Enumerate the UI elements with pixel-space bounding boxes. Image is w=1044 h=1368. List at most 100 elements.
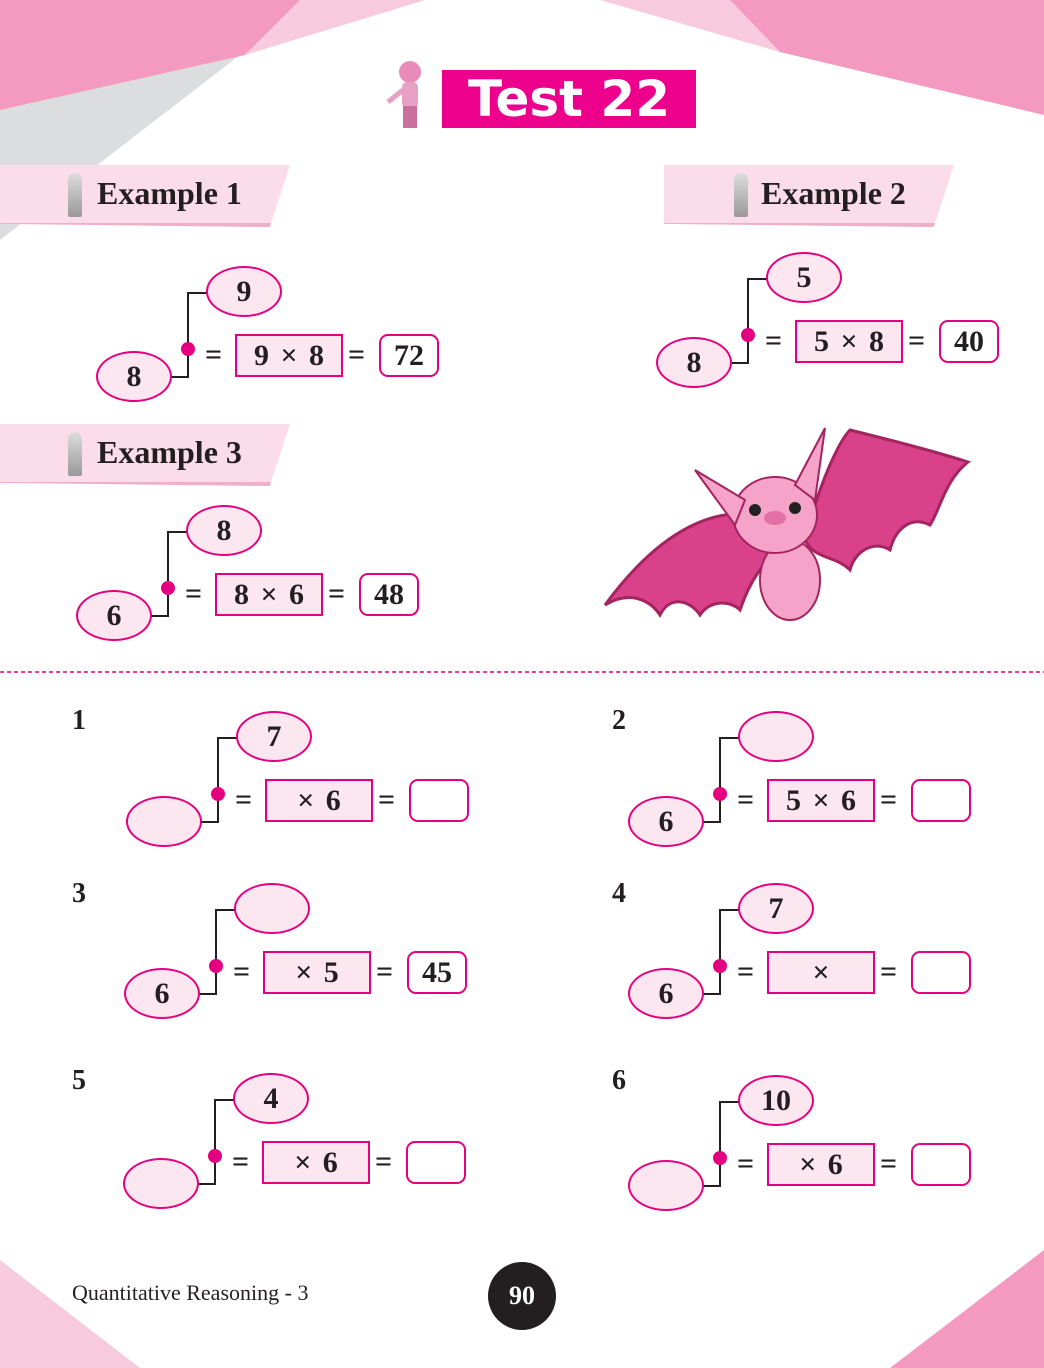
multiplication-box[interactable]: × 5 (263, 951, 371, 994)
bottom-number-oval[interactable]: 8 (656, 337, 732, 388)
result-box[interactable]: 48 (359, 573, 419, 616)
connector-line (215, 909, 235, 911)
multiplication-box[interactable]: 8 × 6 (215, 573, 323, 616)
junction-dot (713, 1151, 727, 1165)
pencil-icon (68, 432, 82, 476)
top-number-oval[interactable]: 8 (186, 505, 262, 556)
connector-line (719, 909, 721, 995)
question-3-diagram: 6 = × 5 = 45 (124, 883, 484, 1023)
equals-sign: = (232, 1145, 250, 1178)
connector-line (703, 993, 721, 995)
bottom-number-oval[interactable]: 6 (628, 968, 704, 1019)
top-number-oval[interactable]: 7 (236, 711, 312, 762)
equals-sign: = (908, 324, 926, 357)
equals-sign: = (233, 955, 251, 988)
equals-sign: = (375, 1145, 393, 1178)
bottom-number-oval[interactable] (123, 1158, 199, 1209)
example-3-banner: Example 3 (0, 424, 290, 486)
bat-illustration (603, 427, 972, 621)
connector-line (217, 737, 219, 823)
equals-sign: = (348, 338, 366, 371)
connector-line (719, 737, 721, 823)
junction-dot (208, 1149, 222, 1163)
question-4-diagram: 7 6 = × = (628, 883, 988, 1023)
equals-sign: = (376, 955, 394, 988)
equals-sign: = (185, 577, 203, 610)
bottom-number-oval[interactable] (126, 796, 202, 847)
equals-sign: = (737, 955, 755, 988)
top-number-oval[interactable]: 9 (206, 266, 282, 317)
example-3-diagram: 8 6 = 8 × 6 = 48 (76, 505, 436, 645)
top-number-oval[interactable] (234, 883, 310, 934)
connector-line (719, 737, 739, 739)
multiplication-box[interactable]: 5 × 8 (795, 320, 903, 363)
question-number: 3 (72, 878, 86, 909)
connector-line (719, 909, 739, 911)
connector-line (167, 531, 169, 617)
example-label: Example 1 (97, 175, 242, 211)
connector-line (187, 292, 207, 294)
top-number-oval[interactable]: 4 (233, 1073, 309, 1124)
question-1-diagram: 7 = × 6 = (126, 711, 486, 851)
junction-dot (181, 342, 195, 356)
page-number: 90 (488, 1262, 556, 1330)
pencil-icon (68, 173, 82, 217)
multiplication-box[interactable]: × 6 (265, 779, 373, 822)
result-box[interactable] (406, 1141, 466, 1184)
connector-line (747, 278, 749, 364)
result-box[interactable] (409, 779, 469, 822)
result-box[interactable] (911, 951, 971, 994)
girl-mascot-icon (385, 58, 431, 130)
equals-sign: = (328, 577, 346, 610)
example-1-diagram: 9 8 = 9 × 8 = 72 (96, 266, 456, 406)
top-number-oval[interactable]: 5 (766, 252, 842, 303)
bottom-number-oval[interactable]: 8 (96, 351, 172, 402)
connector-line (201, 821, 219, 823)
result-box[interactable] (911, 1143, 971, 1186)
result-box[interactable] (911, 779, 971, 822)
multiplication-box[interactable]: 5 × 6 (767, 779, 875, 822)
connector-line (731, 362, 749, 364)
question-number: 6 (612, 1065, 626, 1096)
page-title: Test 22 (442, 70, 696, 128)
multiplication-box[interactable]: × 6 (767, 1143, 875, 1186)
question-number: 4 (612, 878, 626, 909)
example-2-banner: Example 2 (664, 165, 954, 227)
connector-line (199, 993, 217, 995)
bottom-number-oval[interactable]: 6 (628, 796, 704, 847)
connector-line (187, 292, 189, 378)
equals-sign: = (205, 338, 223, 371)
equals-sign: = (737, 1147, 755, 1180)
example-label: Example 3 (97, 434, 242, 470)
bottom-number-oval[interactable]: 6 (124, 968, 200, 1019)
result-box[interactable]: 45 (407, 951, 467, 994)
question-6-diagram: 10 = × 6 = (628, 1075, 988, 1215)
bottom-number-oval[interactable] (628, 1160, 704, 1211)
connector-line (703, 1185, 721, 1187)
multiplication-box[interactable]: 9 × 8 (235, 334, 343, 377)
junction-dot (211, 787, 225, 801)
connector-line (747, 278, 767, 280)
connector-line (215, 909, 217, 995)
equals-sign: = (880, 783, 898, 816)
question-5-diagram: 4 = × 6 = (123, 1073, 483, 1213)
top-number-oval[interactable]: 7 (738, 883, 814, 934)
junction-dot (161, 581, 175, 595)
example-2-diagram: 5 8 = 5 × 8 = 40 (656, 252, 1016, 392)
pencil-icon (734, 173, 748, 217)
result-box[interactable]: 40 (939, 320, 999, 363)
equals-sign: = (765, 324, 783, 357)
equals-sign: = (880, 1147, 898, 1180)
top-number-oval[interactable]: 10 (738, 1075, 814, 1126)
result-box[interactable]: 72 (379, 334, 439, 377)
footer-book-title: Quantitative Reasoning - 3 (72, 1280, 309, 1305)
connector-line (198, 1183, 216, 1185)
connector-line (719, 1101, 721, 1187)
connector-line (214, 1099, 234, 1101)
multiplication-box[interactable]: × (767, 951, 875, 994)
junction-dot (713, 787, 727, 801)
question-number: 1 (72, 705, 86, 736)
multiplication-box[interactable]: × 6 (262, 1141, 370, 1184)
bottom-number-oval[interactable]: 6 (76, 590, 152, 641)
top-number-oval[interactable] (738, 711, 814, 762)
